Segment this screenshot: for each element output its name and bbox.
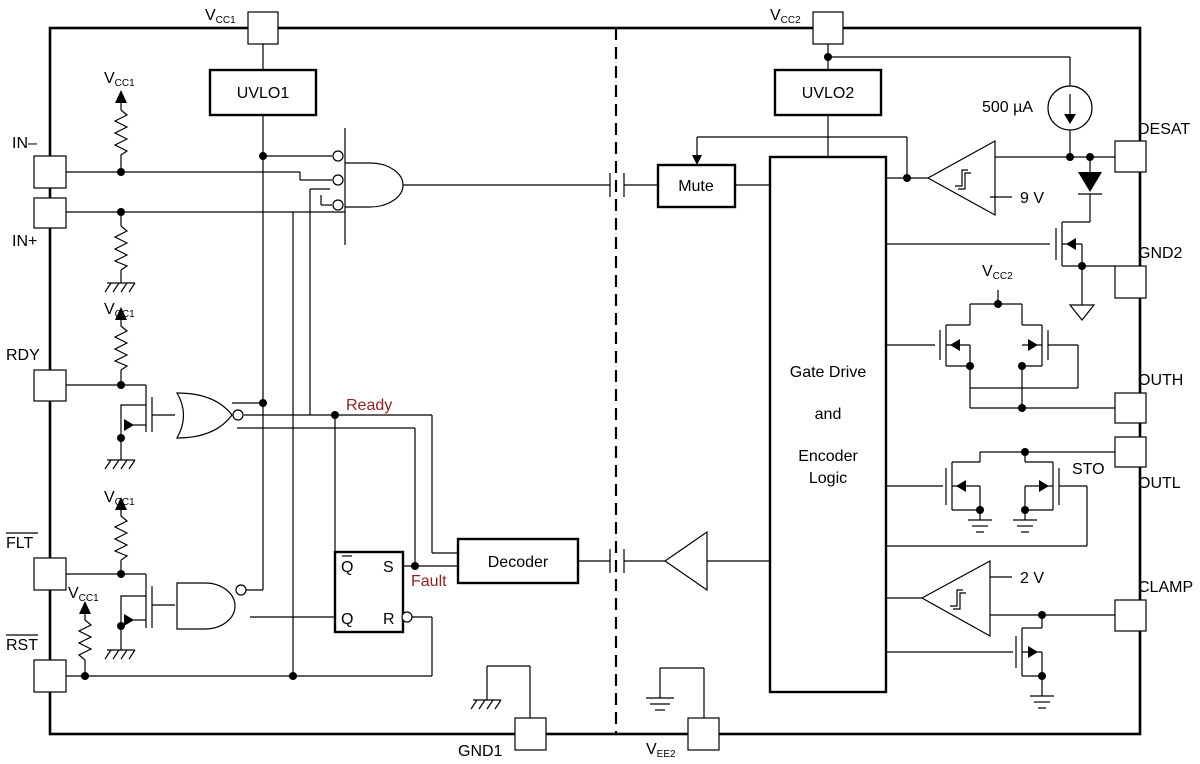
comparators (663, 139, 996, 638)
in-plus-label: IN+ (12, 233, 37, 250)
current-label: 500 µA (982, 99, 1033, 116)
rst-label: RST (6, 637, 38, 654)
pin-in-plus (33, 197, 67, 229)
fault-label: Fault (411, 573, 447, 590)
uvlo2-label: UVLO2 (802, 85, 855, 102)
vee2-label: VEE2 (646, 741, 676, 760)
vcc1-pin-label: VCC1 (205, 7, 236, 26)
uvlo2-block (773, 68, 883, 117)
vcc2-label-outh: VCC2 (982, 263, 1013, 282)
open-drain-transistors (104, 397, 175, 660)
vcc1-label-2: VCC1 (104, 301, 135, 320)
latch-s: S (383, 559, 394, 576)
uvlo1-block (208, 68, 318, 117)
decoder-label: Decoder (488, 554, 549, 571)
current-source (1047, 85, 1093, 131)
desat-label: DESAT (1138, 121, 1190, 138)
pin-vee2 (687, 717, 720, 751)
latch-q: Q (341, 611, 353, 628)
v2-label: 2 V (1020, 570, 1044, 587)
uvlo1-label: UVLO1 (237, 85, 290, 102)
pin-desat (1114, 140, 1147, 173)
latch-q-bar: Q (341, 559, 353, 576)
latch-r: R (383, 611, 395, 628)
outl-label: OUTL (1138, 475, 1181, 492)
pins (33, 11, 1147, 751)
pin-rdy (33, 369, 67, 402)
logic-gates (175, 150, 404, 630)
pin-flt (33, 557, 67, 591)
mute-label: Mute (678, 178, 714, 195)
pin-in-minus (33, 155, 67, 189)
ready-label: Ready (346, 397, 392, 414)
sr-latch (333, 550, 413, 634)
vcc1-label-3: VCC1 (104, 489, 135, 508)
right-junctions (824, 53, 1094, 680)
decoder-block (456, 537, 580, 585)
pin-gnd1 (514, 717, 547, 751)
rdy-label: RDY (6, 347, 40, 364)
isolation-capacitors (609, 173, 625, 573)
sto-label: STO (1072, 461, 1105, 478)
gnd1-label: GND1 (458, 743, 503, 760)
pin-vcc1 (247, 11, 279, 45)
pin-outh (1114, 392, 1147, 424)
in-minus-label: IN– (12, 135, 37, 152)
gate-drive-line-2: and (815, 406, 842, 423)
flt-label: FLT (6, 535, 33, 552)
pin-gnd2 (1114, 265, 1147, 299)
gate-drive-line-4: Logic (809, 470, 847, 487)
mute-block (656, 163, 737, 209)
pin-clamp (1114, 599, 1147, 632)
pin-rst (33, 659, 67, 693)
gate-drive-block (768, 155, 888, 694)
outh-label: OUTH (1138, 372, 1183, 389)
vcc1-label-1: VCC1 (104, 70, 135, 89)
vcc1-pullups (77, 90, 136, 661)
vcc1-label-4: VCC1 (68, 585, 99, 604)
v9-label: 9 V (1020, 190, 1044, 207)
junctions (81, 152, 419, 680)
vcc2-pin-label: VCC2 (770, 7, 801, 26)
pin-vcc2 (812, 11, 844, 45)
pin-outl (1114, 436, 1147, 468)
clamp-label: CLAMP (1138, 579, 1193, 596)
gate-drive-line-1: Gate Drive (790, 364, 867, 381)
gnd2-label: GND2 (1138, 245, 1183, 262)
gate-drive-line-3: Encoder (798, 448, 858, 465)
